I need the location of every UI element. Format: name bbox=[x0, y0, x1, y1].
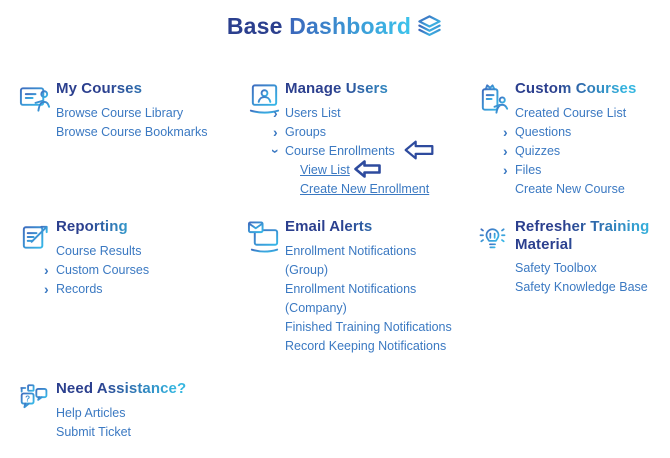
section-my-courses: My Courses Browse Course Library Browse … bbox=[18, 80, 207, 142]
link-quizzes[interactable]: Quizzes bbox=[515, 143, 561, 158]
list-item: View List Create New Enrollment bbox=[285, 160, 434, 199]
left-block-arrow-icon bbox=[353, 160, 381, 178]
list-item: Help Articles bbox=[56, 404, 186, 423]
link-browse-course-library[interactable]: Browse Course Library bbox=[56, 105, 184, 120]
manage-users-list: › Users List › Groups › Course Enrollmen… bbox=[268, 104, 434, 199]
instructor-board-icon bbox=[19, 87, 51, 112]
email-computer-icon bbox=[247, 221, 279, 253]
link-browse-course-bookmarks[interactable]: Browse Course Bookmarks bbox=[56, 124, 208, 139]
list-item: › Custom Courses bbox=[44, 261, 150, 280]
chevron-right-icon: › bbox=[503, 161, 508, 178]
chevron-down-icon: › bbox=[268, 148, 285, 154]
report-chart-icon bbox=[22, 225, 48, 249]
link-questions[interactable]: Questions bbox=[515, 124, 572, 139]
page-title-primary: Base bbox=[226, 13, 290, 39]
help-chat-icon: ? bbox=[20, 384, 48, 409]
section-title-custom-courses: Custom Courses bbox=[515, 80, 637, 97]
list-item: › Users List bbox=[273, 104, 434, 123]
link-create-new-enrollment[interactable]: Create New Enrollment bbox=[300, 181, 430, 196]
chevron-right-icon: › bbox=[44, 280, 49, 297]
list-item: Browse Course Bookmarks bbox=[56, 123, 207, 142]
link-line1: Enrollment Notifications bbox=[285, 243, 417, 258]
link-enrollment-notifications-company[interactable]: Enrollment Notifications (Company) bbox=[285, 282, 452, 318]
list-item: Safety Toolbox bbox=[515, 259, 665, 278]
section-email-alerts: Email Alerts Enrollment Notifications (Gr… bbox=[247, 218, 452, 356]
link-line1: Enrollment Notifications bbox=[285, 281, 417, 296]
link-view-list[interactable]: View List bbox=[300, 162, 350, 177]
list-item: Create New Enrollment bbox=[300, 180, 434, 199]
link-custom-courses-report[interactable]: Custom Courses bbox=[56, 262, 150, 277]
link-users-list[interactable]: Users List bbox=[285, 105, 341, 120]
page-header: Base Dashboard bbox=[0, 13, 670, 40]
section-need-assistance: ? Need Assistance? Help Articles Submit … bbox=[18, 380, 186, 442]
section-title-my-courses: My Courses bbox=[56, 80, 207, 98]
list-item: › Groups bbox=[273, 123, 434, 142]
section-reporting: Reporting Course Results › Custom Course… bbox=[18, 218, 149, 299]
list-item: View List bbox=[300, 160, 434, 180]
my-courses-list: Browse Course Library Browse Course Book… bbox=[56, 104, 207, 142]
email-alerts-list: Enrollment Notifications (Group) Enrollme… bbox=[285, 242, 452, 356]
section-title-refresher: Refresher Training Material bbox=[515, 218, 665, 253]
award-clipboard-icon bbox=[481, 84, 509, 114]
section-title-email-alerts: Email Alerts bbox=[285, 218, 452, 236]
chevron-right-icon: › bbox=[273, 104, 278, 121]
section-title-manage-users: Manage Users bbox=[285, 80, 434, 98]
reporting-list: Course Results › Custom Courses › Record… bbox=[44, 242, 150, 299]
link-line2: (Company) bbox=[285, 300, 347, 315]
link-submit-ticket[interactable]: Submit Ticket bbox=[56, 424, 132, 439]
chevron-right-icon: › bbox=[44, 261, 49, 278]
list-item: Course Results bbox=[56, 242, 149, 261]
list-item: Create New Course bbox=[515, 180, 636, 199]
list-item: Submit Ticket bbox=[56, 423, 186, 442]
list-item: › Files bbox=[503, 161, 636, 180]
layers-icon bbox=[418, 15, 441, 37]
link-enrollment-notifications-group[interactable]: Enrollment Notifications (Group) bbox=[285, 244, 452, 280]
list-item: Enrollment Notifications (Company) bbox=[285, 280, 452, 318]
monitor-user-icon bbox=[249, 84, 280, 114]
page-title-secondary: Dashboard bbox=[289, 13, 412, 39]
link-course-enrollments[interactable]: Course Enrollments bbox=[285, 143, 395, 158]
link-safety-knowledge-base[interactable]: Safety Knowledge Base bbox=[515, 280, 648, 295]
chevron-right-icon: › bbox=[503, 123, 508, 140]
chevron-right-icon: › bbox=[503, 142, 508, 159]
link-line1: Record Keeping Notifications bbox=[285, 338, 447, 353]
list-item: Created Course List bbox=[515, 104, 636, 123]
link-record-keeping-notifications[interactable]: Record Keeping Notifications bbox=[285, 339, 446, 353]
list-item: › Quizzes bbox=[503, 142, 636, 161]
link-create-new-course[interactable]: Create New Course bbox=[515, 181, 625, 196]
list-item: Enrollment Notifications (Group) bbox=[285, 242, 452, 280]
list-item: Browse Course Library bbox=[56, 104, 207, 123]
list-item: Safety Knowledge Base bbox=[515, 278, 665, 297]
section-custom-courses: Custom Courses Created Course List › Que… bbox=[477, 80, 636, 199]
link-groups[interactable]: Groups bbox=[285, 124, 326, 139]
course-enrollments-sublist: View List Create New Enrollment bbox=[300, 160, 434, 199]
section-refresher-training: Refresher Training Material Safety Toolb… bbox=[477, 218, 665, 297]
need-assistance-list: Help Articles Submit Ticket bbox=[56, 404, 186, 442]
link-course-results[interactable]: Course Results bbox=[56, 243, 142, 258]
link-help-articles[interactable]: Help Articles bbox=[56, 405, 126, 420]
link-created-course-list[interactable]: Created Course List bbox=[515, 105, 627, 120]
link-records[interactable]: Records bbox=[56, 281, 103, 296]
custom-courses-list: Created Course List › Questions › Quizze… bbox=[503, 104, 636, 199]
section-title-reporting: Reporting bbox=[56, 218, 149, 236]
chevron-right-icon: › bbox=[273, 123, 278, 140]
link-line2: (Group) bbox=[285, 262, 329, 277]
question-mark-glyph: ? bbox=[25, 394, 30, 403]
list-item: Finished Training Notifications bbox=[285, 318, 452, 337]
section-manage-users: Manage Users › Users List › Groups › Cou… bbox=[247, 80, 434, 199]
lightbulb-icon bbox=[479, 228, 506, 249]
list-item: › Course Enrollments bbox=[268, 140, 434, 161]
section-title-need-assistance: Need Assistance? bbox=[56, 380, 187, 397]
link-safety-toolbox[interactable]: Safety Toolbox bbox=[515, 261, 597, 276]
list-item: Record Keeping Notifications bbox=[285, 337, 452, 356]
left-block-arrow-icon bbox=[404, 140, 434, 160]
link-files[interactable]: Files bbox=[515, 162, 542, 177]
link-finished-training-notifications[interactable]: Finished Training Notifications bbox=[285, 320, 452, 334]
link-line1: Finished Training Notifications bbox=[285, 319, 452, 334]
refresher-list: Safety Toolbox Safety Knowledge Base bbox=[515, 259, 665, 297]
page-title: Base Dashboard bbox=[227, 13, 411, 40]
list-item: › Records bbox=[44, 280, 149, 299]
list-item: › Questions bbox=[503, 123, 636, 142]
